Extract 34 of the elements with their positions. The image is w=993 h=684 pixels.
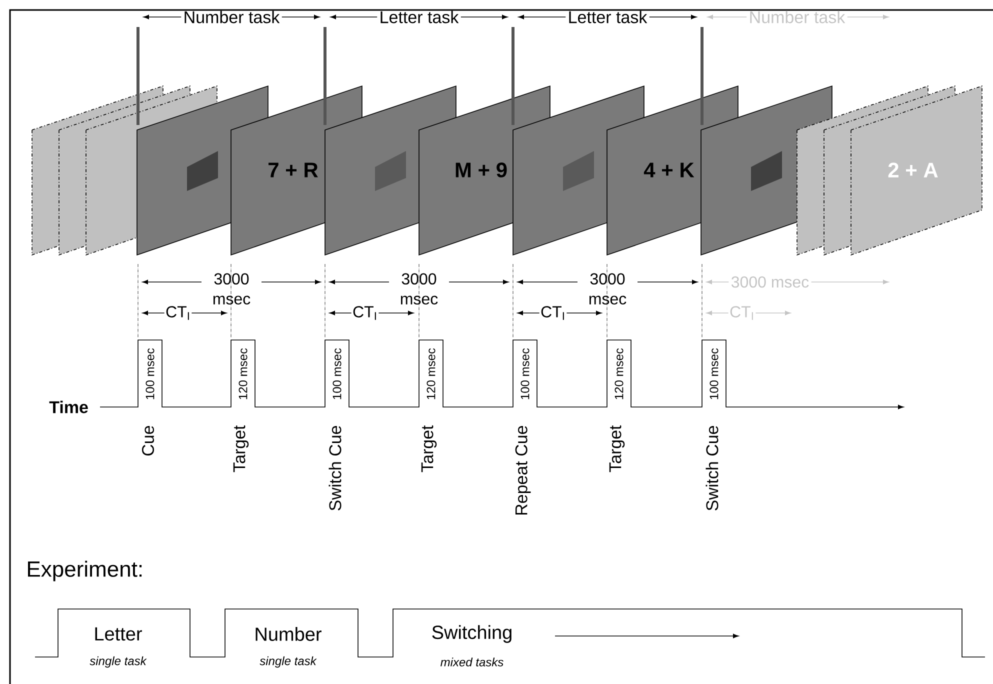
event-label: Repeat Cue <box>515 426 531 515</box>
task-label: Number task <box>184 10 280 24</box>
task-label: Letter task <box>380 10 459 24</box>
block-label: Letter <box>95 627 142 641</box>
dimension-label: 3000 msec <box>213 273 250 305</box>
dimension-label: 3000 msec <box>731 276 809 288</box>
task-label: Number task <box>750 10 846 24</box>
block-label: Switching <box>432 625 512 643</box>
block-caption: mixed tasks <box>440 658 504 666</box>
block-caption: single task <box>260 656 317 668</box>
pulse-label: 120 msec <box>426 348 436 400</box>
dimension-label: CT$_{I}$ <box>541 306 564 320</box>
pulse-label: 100 msec <box>332 348 342 400</box>
dimension-label: CT$_{I}$ <box>166 306 189 320</box>
event-label: Target <box>421 425 437 472</box>
task-label: Letter task <box>569 10 648 24</box>
event-label: Cue <box>142 426 154 456</box>
event-label: Switch Cue <box>328 426 342 510</box>
pulse-label: 100 msec <box>146 348 154 400</box>
event-label: Target <box>233 425 249 472</box>
pulse-label: 100 msec <box>710 348 718 400</box>
dimension-label: CT$_{I}$ <box>730 306 753 320</box>
pulse-label: 100 msec <box>520 348 530 400</box>
block-label: Number <box>256 627 322 641</box>
event-label: Switch Cue <box>706 426 718 510</box>
event-label: Target <box>609 425 625 472</box>
dimension-label: 3000 msec <box>400 273 438 305</box>
block-caption: single task <box>90 656 147 668</box>
dimension-label: 3000 msec <box>589 273 626 305</box>
axis-label: Time <box>49 400 88 414</box>
pulse-label: 120 msec <box>614 348 624 400</box>
section-heading: Experiment: <box>28 560 142 582</box>
pulse-label: 120 msec <box>238 348 248 400</box>
dimension-label: CT$_{I}$ <box>353 306 376 320</box>
